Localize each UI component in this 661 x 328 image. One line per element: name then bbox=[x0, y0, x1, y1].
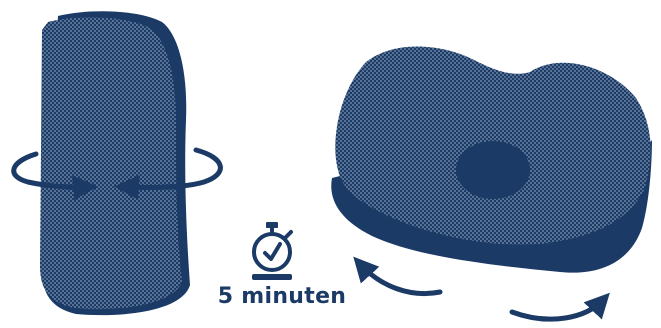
tilt-arrow-right bbox=[512, 300, 603, 319]
pillow-sponge bbox=[331, 47, 652, 273]
standing-sponge bbox=[40, 11, 190, 315]
duration-label: 5 minuten bbox=[216, 284, 348, 309]
pillow-sponge-hole bbox=[456, 141, 530, 199]
standing-sponge-face bbox=[40, 17, 182, 309]
stopwatch-icon bbox=[252, 222, 292, 280]
tilt-arrow-left bbox=[360, 264, 440, 294]
